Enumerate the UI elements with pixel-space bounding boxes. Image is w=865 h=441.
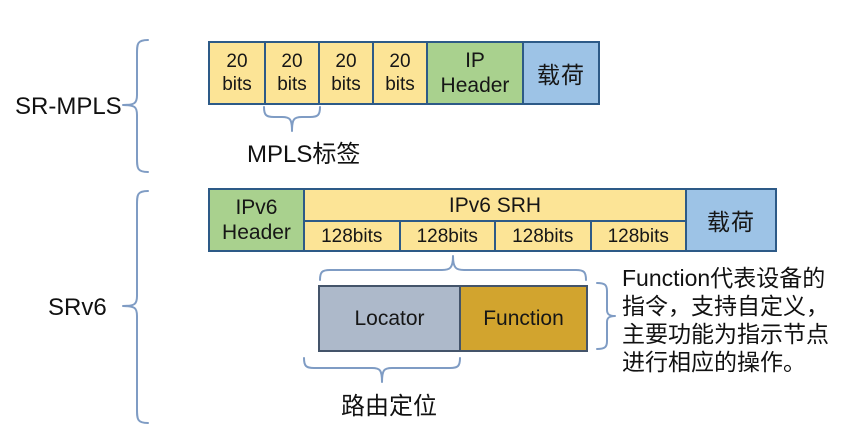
sid-structure-box: Locator Function [318, 285, 588, 352]
srv6-packet-row: IPv6 Header IPv6 SRH 128bits 128bits 128… [208, 188, 777, 252]
mpls-tag-caption: MPLS标签 [247, 141, 361, 168]
mpls-label-cell: 20 bits [372, 43, 426, 103]
ipv6-header-cell: IPv6 Header [210, 190, 303, 250]
locator-underbrace [303, 357, 461, 383]
route-locating-caption: 路由定位 [341, 393, 437, 420]
srh-128bits-cell: 128bits [321, 225, 383, 247]
sr-mpls-label: SR-MPLS [15, 93, 122, 120]
mpls-label-underbrace [263, 106, 321, 132]
srh-block: IPv6 SRH 128bits 128bits 128bits 128bits [303, 190, 685, 250]
srh-128bits-cell: 128bits [589, 222, 686, 250]
function-cell: Function [459, 287, 586, 350]
locator-cell: Locator [320, 287, 459, 350]
srh-128bits-cell: 128bits [398, 222, 495, 250]
mpls-label-cell: 20 bits [210, 43, 264, 103]
mpls-label-cell: 20 bits [318, 43, 372, 103]
srh-cells-row: 128bits 128bits 128bits 128bits [305, 222, 685, 250]
ip-header-cell: IP Header [426, 43, 522, 103]
function-note-text: Function代表设备的 指令，支持自定义， 主要功能为指示节点 进行相应的操… [622, 265, 829, 375]
srh-128bits-cell: 128bits [494, 222, 590, 250]
sr-mpls-packet-row: 20 bits 20 bits 20 bits 20 bits IP Heade… [208, 41, 600, 105]
mpls-label-cell: 20 bits [264, 43, 318, 103]
function-note-bracket [596, 282, 616, 350]
payload-cell: 载荷 [522, 43, 598, 103]
sr-mpls-brace [122, 39, 149, 173]
payload-cell: 载荷 [685, 190, 775, 250]
srv6-brace [122, 190, 149, 424]
sid-expand-overbrace [319, 255, 587, 281]
srh-title-cell: IPv6 SRH [305, 190, 685, 222]
srv6-label: SRv6 [48, 294, 107, 321]
